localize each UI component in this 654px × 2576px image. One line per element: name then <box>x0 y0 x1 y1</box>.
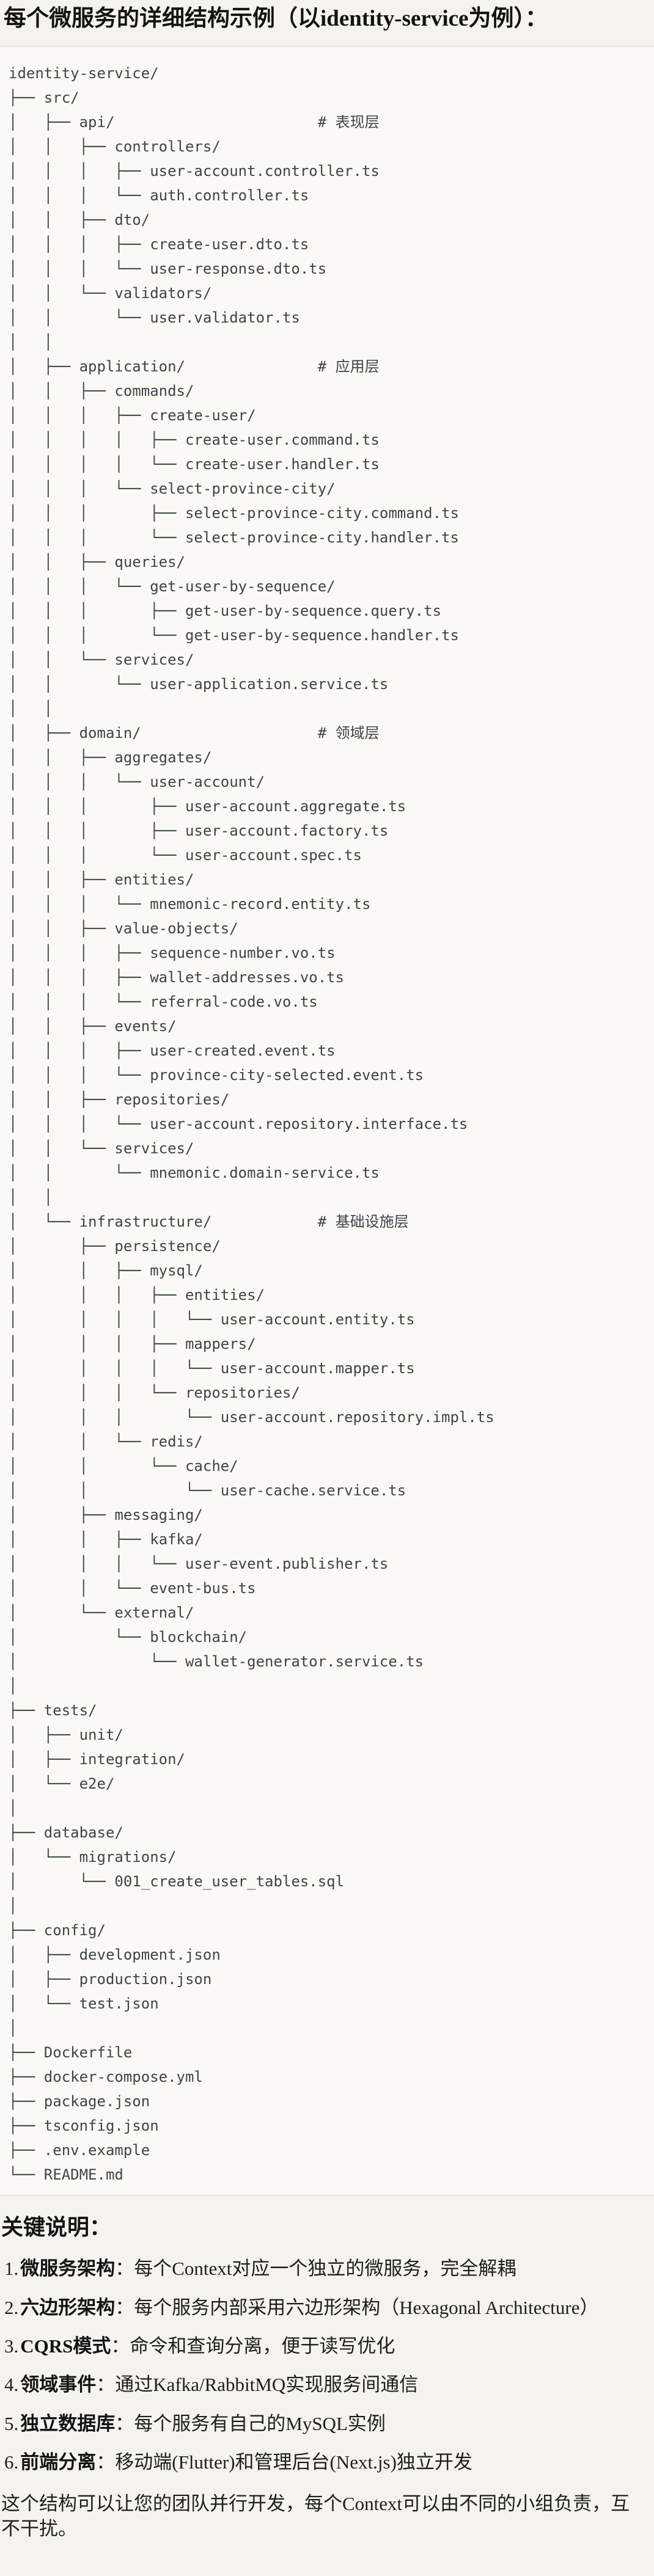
note-term: 微服务架构 <box>20 2258 116 2280</box>
note-separator: ： <box>115 2412 134 2434</box>
note-item: 2.六边形架构：每个服务内部采用六边形架构（Hexagonal Architec… <box>4 2296 648 2320</box>
note-description: 命令和查询分离，便于读写优化 <box>130 2335 395 2357</box>
note-item: 6.前端分离：移动端(Flutter)和管理后台(Next.js)独立开发 <box>4 2450 648 2475</box>
notes-section: 关键说明： 1.微服务架构：每个Context对应一个独立的微服务，完全解耦 2… <box>0 2214 654 2541</box>
note-description: 每个服务内部采用六边形架构（Hexagonal Architecture） <box>134 2296 599 2318</box>
note-term: 独立数据库 <box>20 2412 116 2434</box>
page-title: 每个微服务的详细结构示例（以identity-service为例）： <box>4 6 548 31</box>
notes-heading: 关键说明： <box>1 2215 112 2240</box>
note-description: 移动端(Flutter)和管理后台(Next.js)独立开发 <box>115 2451 472 2473</box>
note-description: 每个服务有自己的MySQL实例 <box>134 2412 386 2434</box>
note-separator: ： <box>115 2258 134 2280</box>
note-term: 六边形架构 <box>20 2296 116 2318</box>
note-number: 1. <box>4 2258 19 2280</box>
note-number: 3. <box>4 2335 19 2357</box>
note-description: 通过Kafka/RabbitMQ实现服务间通信 <box>115 2374 419 2396</box>
notes-footer: 这个结构可以让您的团队并行开发，每个Context可以由不同的小组负责，互不干扰… <box>1 2493 630 2539</box>
note-item: 1.微服务架构：每个Context对应一个独立的微服务，完全解耦 <box>4 2257 648 2281</box>
note-separator: ： <box>96 2374 116 2396</box>
note-term: CQRS模式 <box>20 2335 111 2357</box>
note-item: 3.CQRS模式：命令和查询分离，便于读写优化 <box>4 2334 648 2359</box>
note-separator: ： <box>96 2451 116 2473</box>
note-description: 每个Context对应一个独立的微服务，完全解耦 <box>134 2258 516 2280</box>
note-number: 4. <box>4 2374 19 2396</box>
note-term: 领域事件 <box>20 2374 97 2396</box>
note-number: 2. <box>4 2296 19 2318</box>
note-term: 前端分离 <box>20 2451 97 2473</box>
note-separator: ： <box>115 2296 134 2318</box>
note-number: 5. <box>4 2412 19 2434</box>
note-number: 6. <box>4 2451 19 2473</box>
note-separator: ： <box>111 2335 130 2357</box>
directory-tree: identity-service/ ├── src/ │ ├── api/ # … <box>0 46 654 2197</box>
note-item: 5.独立数据库：每个服务有自己的MySQL实例 <box>4 2412 648 2436</box>
note-item: 4.领域事件：通过Kafka/RabbitMQ实现服务间通信 <box>4 2373 648 2397</box>
